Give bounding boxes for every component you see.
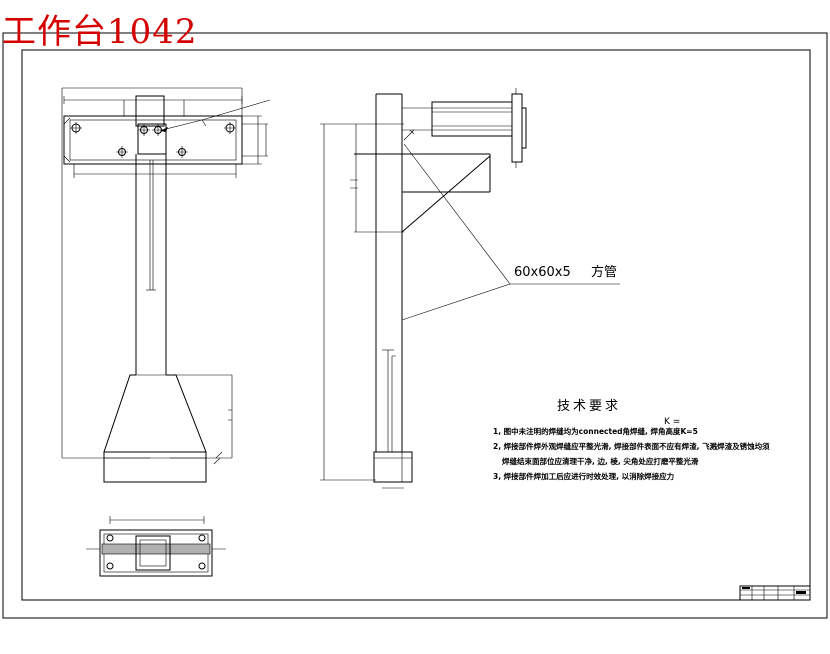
side-dim-ticks: [350, 179, 358, 189]
leader-tick: [201, 119, 207, 127]
front-dim-frame: [61, 87, 243, 459]
callout-name: 方管: [591, 264, 617, 280]
inner-frame: [21, 49, 811, 601]
side-view: [320, 88, 620, 489]
tech-req-title: 技术要求: [557, 399, 621, 414]
section-bolt-holes: [106, 534, 206, 570]
leader-arrow: [160, 127, 168, 132]
callout-size: 60x60x5: [514, 265, 571, 280]
side-bracket: [354, 153, 491, 233]
top-plate: [63, 115, 243, 165]
section-square-tube: [135, 535, 171, 571]
tech-req-item-2: 2, 焊接部件焊外观焊缝应平整光滑, 焊接部件表面不应有焊渣, 飞溅焊渣及锈蚀均…: [493, 441, 770, 451]
base-plate: [103, 451, 207, 483]
plate-top-dims: [63, 96, 243, 116]
side-column: [375, 93, 403, 452]
side-base-plate: [373, 451, 413, 483]
column-cap: [135, 95, 165, 127]
side-flange: [511, 93, 523, 163]
side-arm-lines: [402, 107, 512, 131]
section-top-dim: [109, 516, 205, 524]
column-joint: [137, 123, 167, 155]
top-plate-chamfer: [63, 117, 71, 163]
side-flange-tab: [521, 107, 527, 149]
column-pipe: [135, 154, 167, 375]
base-weld-symbol: [213, 451, 223, 465]
section-view: [86, 516, 226, 577]
side-weld-mark: [403, 129, 415, 141]
tech-req-item-1: 1, 图中未注明的焊缝均为connected角焊缝, 焊角高度K=5: [493, 426, 698, 436]
tech-req-item-3: 焊缝结束面部位应清理干净, 边, 棱, 尖角处应打磨平整光滑: [502, 456, 699, 466]
outer-frame: [2, 32, 828, 619]
front-view: [61, 87, 271, 483]
side-left-dim-a: [354, 123, 404, 233]
bolt-holes: [70, 122, 236, 158]
side-arm-outer: [431, 101, 513, 137]
side-lower-detail: [387, 350, 396, 452]
watermark-title: 工作台1042: [2, 12, 198, 52]
base-flare: [103, 374, 207, 453]
callout-leaders: [401, 143, 620, 321]
tech-req-item-4: 3, 焊接部件焊加工后应进行时效处理, 以消除焊接应力: [493, 471, 674, 481]
leader-line: [161, 99, 271, 131]
section-hatch-bar: [101, 543, 211, 555]
section-tube-inner: [139, 539, 167, 567]
plate-side-dims: [242, 115, 268, 165]
title-block: [739, 585, 811, 601]
column-centerline: [149, 160, 154, 290]
base-dim-ticks: [228, 409, 232, 421]
side-base-lines: [374, 452, 412, 482]
side-left-dim-b: [320, 123, 376, 481]
tech-req-k: K =: [664, 417, 680, 427]
section-plate: [99, 529, 213, 577]
plate-bottom-dim: [73, 164, 237, 178]
